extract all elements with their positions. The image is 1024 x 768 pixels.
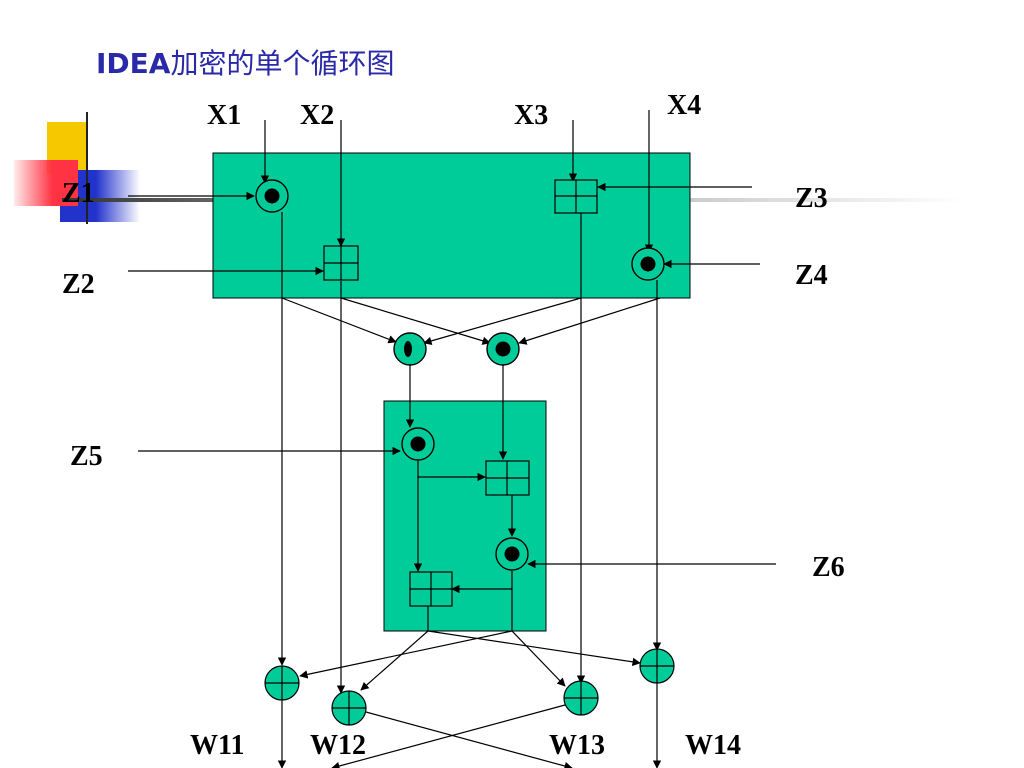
out-xor-w11 [264, 665, 300, 701]
subkey-z5-label: Z5 [70, 441, 103, 472]
op-z4-multiply [631, 247, 665, 281]
subkey-z6-label: Z6 [812, 552, 845, 583]
output-w13-label: W13 [549, 730, 605, 761]
out-xor-w12 [331, 690, 367, 726]
input-x2-label: X2 [300, 100, 334, 131]
op-z5-multiply [401, 427, 435, 461]
subkey-z4-label: Z4 [795, 260, 828, 291]
ma-add-upper [485, 460, 530, 496]
slide-accent-vertical-line [86, 112, 88, 224]
op-z2-add [323, 245, 359, 281]
output-w11-label: W11 [190, 730, 244, 761]
title-bold: IDEA [96, 47, 171, 80]
xor-node-left [393, 332, 427, 366]
op-z6-multiply [495, 537, 529, 571]
input-x3-label: X3 [514, 100, 548, 131]
op-z3-add [554, 179, 598, 214]
output-w12-label: W12 [310, 730, 366, 761]
input-x1-label: X1 [207, 100, 241, 131]
output-w14-label: W14 [685, 730, 741, 761]
xor-node-right [486, 332, 520, 366]
input-x4-label: X4 [667, 90, 701, 121]
page-title: IDEA加密的单个循环图 [96, 42, 394, 82]
top-operation-block [212, 152, 691, 299]
subkey-z3-label: Z3 [795, 183, 828, 214]
out-xor-w14 [639, 648, 675, 684]
subkey-z2-label: Z2 [62, 269, 95, 300]
title-rest: 加密的单个循环图 [170, 47, 395, 80]
out-xor-w13 [563, 680, 599, 716]
ma-add-lower [409, 571, 453, 607]
subkey-z1-label: Z1 [62, 178, 95, 209]
op-z1-multiply [255, 179, 289, 213]
